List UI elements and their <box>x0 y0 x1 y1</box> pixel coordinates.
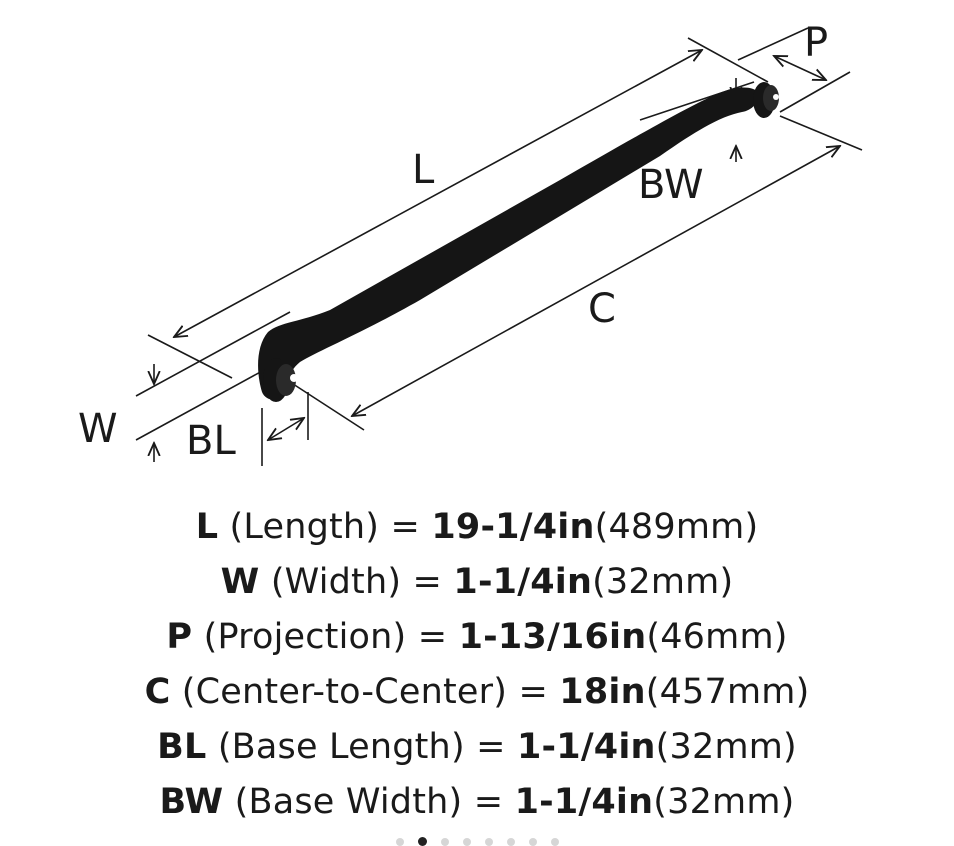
handle-bar <box>258 87 759 400</box>
spec-name: (Base Width) = <box>234 782 515 822</box>
label-c: C <box>588 286 616 332</box>
spec-imperial: 1-1/4in <box>453 562 593 602</box>
label-bl: BL <box>186 418 236 464</box>
p-extension-right <box>779 71 851 113</box>
spec-row-width: W (Width) = 1-1/4in(32mm) <box>0 555 954 610</box>
carousel-dot[interactable] <box>395 838 404 846</box>
spec-metric: (489mm) <box>594 507 759 547</box>
carousel-dot[interactable] <box>528 838 537 846</box>
bl-dimension-line <box>268 418 304 440</box>
spec-key: W <box>220 562 260 602</box>
l-dimension-line <box>174 50 702 337</box>
spec-row-base-width: BW (Base Width) = 1-1/4in(32mm) <box>0 775 954 830</box>
spec-key: P <box>166 617 193 657</box>
l-extension-left <box>147 334 233 379</box>
spec-name: (Center-to-Center) = <box>181 672 560 712</box>
p-extension-left <box>737 27 809 61</box>
l-extension-right <box>687 37 769 83</box>
spec-metric: (46mm) <box>646 617 788 657</box>
spec-row-center-to-center: C (Center-to-Center) = 18in(457mm) <box>0 665 954 720</box>
handle-pull <box>258 82 779 402</box>
spec-metric: (457mm) <box>645 672 810 712</box>
label-p: P <box>804 20 828 66</box>
carousel-dot[interactable] <box>417 837 427 846</box>
label-w: W <box>78 406 118 452</box>
dimension-lines <box>135 27 863 466</box>
spec-key: BL <box>157 727 207 767</box>
label-bw: BW <box>638 162 704 208</box>
spec-name: (Width) = <box>270 562 454 602</box>
carousel-dot[interactable] <box>440 838 449 846</box>
spec-row-projection: P (Projection) = 1-13/16in(46mm) <box>0 610 954 665</box>
handle-base-left-face <box>276 364 296 396</box>
handle-dimension-diagram: L P BW C W BL <box>78 20 863 466</box>
c-dimension-line <box>352 146 840 416</box>
handle-base-right-face <box>763 85 779 111</box>
spec-imperial: 18in <box>559 672 646 712</box>
c-extension-right <box>779 115 863 151</box>
specifications-list: L (Length) = 19-1/4in(489mm) W (Width) =… <box>0 500 954 830</box>
carousel-pagination <box>0 834 954 846</box>
spec-imperial: 1-1/4in <box>514 782 654 822</box>
spec-metric: (32mm) <box>592 562 734 602</box>
spec-key: L <box>195 507 219 547</box>
screw-hole-right <box>773 94 779 100</box>
c-extension-left <box>289 381 365 431</box>
spec-row-base-length: BL (Base Length) = 1-1/4in(32mm) <box>0 720 954 775</box>
label-l: L <box>412 147 435 193</box>
carousel-dot[interactable] <box>550 838 559 846</box>
carousel-dot[interactable] <box>484 838 493 846</box>
carousel-dot[interactable] <box>462 838 471 846</box>
spec-imperial: 19-1/4in <box>431 507 595 547</box>
spec-metric: (32mm) <box>653 782 795 822</box>
carousel-dot[interactable] <box>506 838 515 846</box>
p-dimension-line <box>774 56 826 80</box>
spec-imperial: 1-1/4in <box>516 727 656 767</box>
w-extension-top <box>135 311 291 397</box>
spec-metric: (32mm) <box>655 727 797 767</box>
spec-name: (Base Length) = <box>217 727 517 767</box>
spec-name: (Length) = <box>229 507 432 547</box>
spec-key: BW <box>159 782 224 822</box>
screw-hole-left <box>290 374 298 382</box>
spec-imperial: 1-13/16in <box>458 617 647 657</box>
spec-key: C <box>144 672 171 712</box>
spec-name: (Projection) = <box>203 617 459 657</box>
spec-row-length: L (Length) = 19-1/4in(489mm) <box>0 500 954 555</box>
